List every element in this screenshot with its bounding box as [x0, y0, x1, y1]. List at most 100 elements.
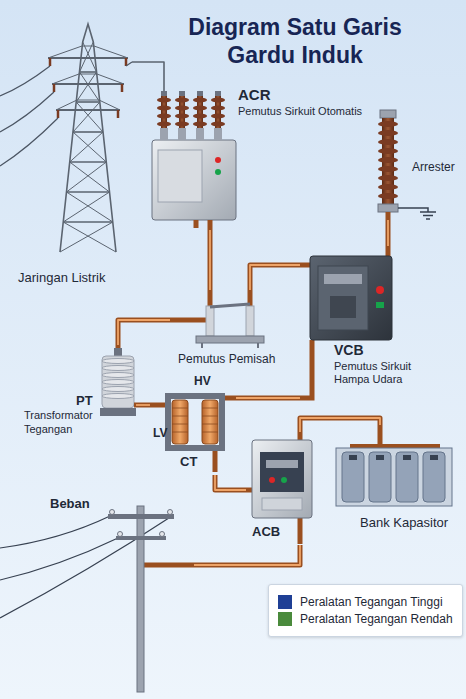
- acr-recloser: [208, 220, 213, 230]
- potential-transformer: [114, 348, 122, 356]
- wire-group: [210, 230, 211, 290]
- distribution-pole: [118, 532, 123, 537]
- copper-busbar: [118, 320, 170, 345]
- power-cable: [132, 62, 164, 80]
- distribution-pole: [108, 514, 174, 519]
- insulator: [175, 122, 189, 127]
- current-transformer: [172, 408, 188, 409]
- vacuum-breaker: [330, 296, 356, 318]
- equipment-label: ACR: [238, 86, 271, 105]
- copper-busbar: [386, 220, 391, 246]
- insulator: [196, 128, 204, 140]
- capacitor-bank: [336, 425, 452, 506]
- surge-arrester: [426, 218, 430, 220]
- surge-arrester: [378, 139, 398, 145]
- insulator: [211, 114, 225, 119]
- capacitor-bank: [369, 452, 391, 502]
- surge-arrester: [378, 148, 398, 154]
- potential-transformer: [102, 394, 134, 399]
- vacuum-breaker: [376, 302, 384, 308]
- busbar-highlight: [236, 397, 300, 399]
- disconnect-switch: [170, 290, 264, 348]
- winding-label: LV: [153, 426, 167, 440]
- transmission-tower: [49, 58, 52, 66]
- equipment-label: Bank Kapasitor: [360, 515, 448, 531]
- capacitor-bank: [378, 425, 383, 446]
- insulator: [157, 106, 171, 111]
- distribution-pole: [116, 536, 166, 540]
- surge-arrester: [378, 130, 398, 136]
- disconnect-switch: [201, 343, 203, 348]
- acr-recloser: [152, 140, 236, 220]
- transmission-tower: [48, 46, 128, 58]
- surge-arrester: [420, 211, 436, 213]
- wire-group: [215, 475, 246, 490]
- insulator: [175, 106, 189, 111]
- transmission-tower: [53, 84, 56, 92]
- equipment-label: PT: [76, 393, 93, 409]
- current-transformer: [202, 424, 218, 425]
- potential-transformer: [102, 387, 134, 392]
- equipment-label: VCB: [334, 342, 364, 360]
- vacuum-breaker: [318, 266, 368, 330]
- acr-recloser: [215, 169, 221, 175]
- disconnect-switch: [196, 336, 264, 343]
- transmission-tower: [121, 84, 124, 92]
- busbar-highlight: [387, 220, 389, 246]
- potential-transformer: [100, 408, 136, 416]
- vacuum-breaker: [386, 246, 391, 256]
- acr-recloser: [215, 157, 221, 163]
- busbar-highlight: [250, 265, 300, 290]
- transmission-tower: [73, 131, 103, 133]
- transmission-tower: [76, 101, 100, 103]
- equipment-label: CT: [180, 454, 197, 470]
- transmission-tower: [80, 71, 97, 73]
- insulator: [160, 128, 168, 140]
- capacitor-bank: [350, 444, 440, 448]
- air-breaker: [281, 477, 287, 483]
- acb-node: ACB: [246, 432, 316, 545]
- air-breaker: [298, 432, 303, 440]
- transmission-tower: [52, 83, 124, 85]
- air-breaker: [260, 452, 304, 492]
- transmission-tower: [70, 161, 107, 163]
- insulator: [178, 128, 186, 140]
- busbar-highlight: [136, 404, 150, 406]
- surge-arrester: [378, 121, 398, 127]
- capacitor-bank-node: Bank Kapasitor: [330, 425, 460, 537]
- busbar-highlight: [118, 320, 170, 345]
- vcb-node: VCBPemutus Sirkuit Hampa Udara: [300, 246, 460, 406]
- air-breaker: [246, 488, 252, 493]
- equipment-label: ACB: [252, 524, 280, 540]
- vacuum-breaker: [324, 274, 362, 284]
- potential-transformer: [102, 356, 134, 408]
- surge-arrester: [378, 193, 398, 199]
- transmission-tower: [52, 74, 124, 84]
- load-node: Beban: [4, 492, 194, 692]
- capacitor-bank: [349, 455, 357, 460]
- copper-busbar: [250, 265, 300, 290]
- pt-node: PTTransformator Tegangan: [20, 345, 136, 450]
- wire-group: [236, 398, 300, 399]
- distribution-pole: [168, 510, 173, 515]
- surge-arrester: [423, 215, 433, 217]
- wire-group: [132, 62, 164, 80]
- disconnect-switch: [246, 306, 254, 336]
- distribution-pole: [0, 516, 110, 548]
- insulator: [197, 91, 203, 96]
- vacuum-breaker: [376, 286, 384, 294]
- insulator: [211, 122, 225, 127]
- transmission-tower: [57, 110, 60, 118]
- insulator: [179, 91, 185, 96]
- disconnect-switch: [170, 318, 206, 323]
- potential-transformer: [102, 359, 134, 364]
- transmission-tower: [48, 57, 128, 59]
- insulator: [175, 114, 189, 119]
- disconnect-switch: [206, 306, 214, 336]
- wire-group: [300, 418, 380, 432]
- legend-swatch: [278, 612, 292, 626]
- acr-node: ACRPemutus Sirkuit Otomatis: [146, 80, 367, 230]
- potential-transformer: [134, 403, 136, 408]
- copper-busbar: [300, 418, 380, 432]
